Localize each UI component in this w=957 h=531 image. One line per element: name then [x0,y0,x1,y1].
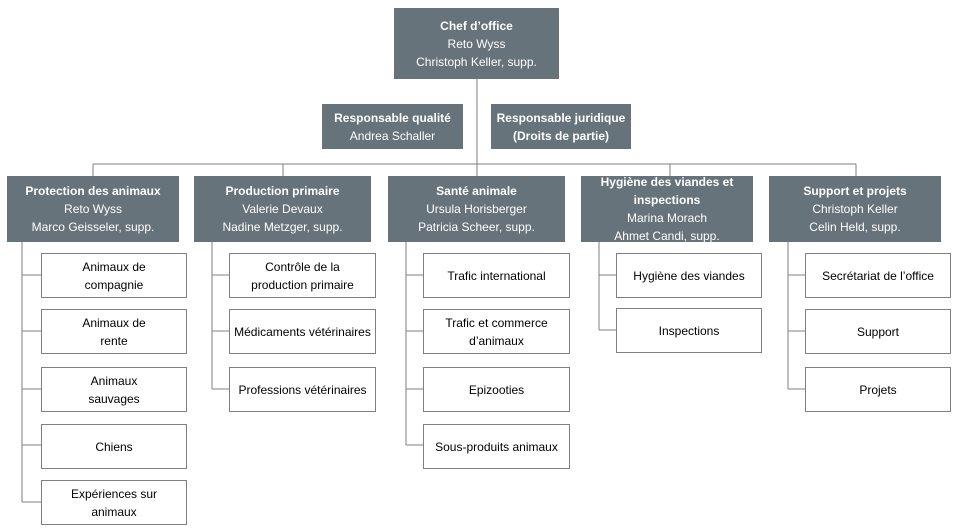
unit-box: Animaux sauvages [41,367,187,412]
unit-box: Trafic international [423,253,570,298]
chief-title: Chef d’office [440,18,513,33]
unit-box: Professions vétérinaires [229,367,376,412]
unit-box: Support [805,309,951,354]
division-support-projets: Support et projets Christoph Keller Celi… [769,176,941,242]
unit-box: Projets [805,367,951,412]
chief-box: Chef d’office Reto Wyss Christoph Keller… [394,8,559,79]
unit-box: Contrôle de la production primaire [229,253,376,298]
division-hygiene-viandes: Hygiène des viandes et inspections Marin… [581,175,753,243]
unit-box: Animaux de compagnie [41,253,187,298]
unit-box: Chiens [41,424,187,469]
unit-box: Secrétariat de l’office [805,253,951,298]
staff-quality-title: Responsable qualité [334,110,451,125]
division-protection-animaux: Protection des animaux Reto Wyss Marco G… [7,176,179,242]
division-sante-animale: Santé animale Ursula Horisberger Patrici… [388,176,565,242]
staff-legal-subtitle: (Droits de partie) [512,128,609,143]
staff-quality-box: Responsable qualité Andrea Schaller [322,104,463,149]
unit-box: Animaux de rente [41,309,187,354]
division-production-primaire: Production primaire Valerie Devaux Nadin… [194,176,371,242]
chief-name: Reto Wyss [447,36,506,51]
unit-box: Trafic et commerce d’animaux [423,309,570,354]
unit-box: Hygiène des viandes [616,253,762,298]
unit-box: Inspections [616,308,762,353]
unit-box: Epizooties [423,367,570,412]
unit-box: Sous-produits animaux [423,424,570,469]
unit-box: Médicaments vétérinaires [229,309,376,354]
chief-deputy: Christoph Keller, supp. [416,54,537,69]
staff-quality-name: Andrea Schaller [349,128,436,143]
staff-legal-box: Responsable juridique (Droits de partie) [491,104,631,149]
unit-box: Expériences sur animaux [41,480,187,525]
staff-legal-title: Responsable juridique [496,110,626,125]
